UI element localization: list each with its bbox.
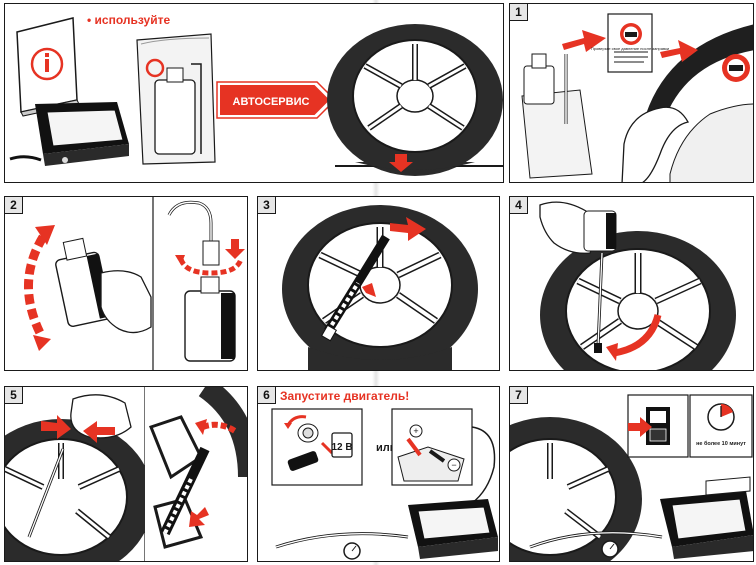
panel-step-6: 6 Запустите двигатель! 12 В или + − — [257, 386, 500, 562]
timer-label: не более 10 минут — [696, 440, 746, 447]
speed-limit-sign-icon — [722, 54, 750, 82]
pressure-sticker-icon — [607, 13, 653, 73]
arrow-right-icon — [660, 40, 698, 62]
sealant-bottle-icon — [521, 53, 593, 179]
hand-icon — [621, 106, 689, 182]
step-1-illustration: Проверьте свое давление после заправки — [521, 13, 753, 182]
arrow-right-icon — [41, 415, 71, 439]
intro-illustration: АВТОСЕРВИС — [9, 17, 503, 176]
battery-clamps-icon: + − — [391, 408, 473, 486]
panel-step-5: 5 — [4, 386, 248, 562]
step-6-illustration: 12 В или + − — [271, 408, 498, 560]
panel-step-7: 7 — [509, 386, 754, 562]
compressor-icon — [9, 102, 129, 166]
service-label: АВТОСЕРВИС — [233, 96, 310, 108]
svg-text:+: + — [413, 426, 418, 436]
arrow-down-icon — [225, 239, 245, 259]
timer-icon — [689, 394, 753, 458]
twist-arrow-icon — [390, 217, 426, 241]
step-number: 5 — [5, 387, 23, 404]
rotate-arrow-icon — [613, 314, 662, 357]
panel-intro: • используйте — [4, 3, 504, 183]
panel-step-2: 2 — [4, 196, 248, 371]
hose-icon — [167, 200, 213, 241]
shake-arrow-icon — [24, 234, 47, 338]
or-label: или — [376, 442, 397, 454]
step-number: 6 — [258, 387, 276, 404]
use-label: • используйте — [87, 13, 171, 27]
step-number: 7 — [510, 387, 528, 404]
sticker-text: Проверьте свое давление после заправки — [591, 46, 669, 51]
sealant-kit-bag-icon — [136, 33, 216, 165]
hand-icon — [100, 270, 152, 334]
flat-tire-icon — [327, 24, 503, 176]
service-arrow-icon — [216, 81, 337, 119]
arrow-right-icon — [628, 417, 652, 437]
arrow-icon — [189, 507, 209, 527]
step-5-illustration — [5, 387, 247, 561]
step-number: 4 — [510, 197, 528, 214]
hand-bottle-icon — [70, 394, 132, 439]
wheel-icon — [5, 419, 153, 561]
panel-step-1: 1 Проверьте свое давление посл — [509, 3, 754, 183]
twist-arrow-icon — [201, 421, 237, 434]
cigarette-socket-icon — [271, 408, 363, 486]
sealant-bottle-icon — [55, 237, 112, 327]
step-number: 2 — [5, 197, 23, 214]
step-2-illustration — [24, 197, 245, 370]
manual-booklet-icon — [16, 17, 80, 117]
svg-text:−: − — [451, 460, 456, 470]
panel-step-4: 4 — [509, 196, 754, 371]
arrow-left-icon — [83, 421, 115, 443]
step-number: 1 — [510, 4, 528, 21]
arrow-icon — [362, 283, 376, 297]
compressor-icon — [660, 476, 753, 559]
step-3-illustration — [282, 205, 478, 370]
tire-edge-icon — [646, 24, 753, 182]
step-7-illustration: не более 10 минут — [510, 394, 753, 561]
step-6-heading: Запустите двигатель! — [280, 389, 410, 403]
arrow-right-icon — [562, 30, 606, 52]
wheel-icon — [510, 417, 642, 561]
voltage-label: 12 В — [331, 442, 352, 453]
compressor-icon — [408, 499, 498, 559]
wheel-icon — [540, 231, 736, 370]
panel-step-3: 3 — [257, 196, 500, 371]
wheel-icon — [282, 205, 478, 370]
step-number: 3 — [258, 197, 276, 214]
air-hose-icon — [275, 532, 409, 549]
valve-tool-icon — [320, 234, 390, 342]
step-4-illustration — [539, 201, 736, 370]
power-switch-icon — [627, 394, 689, 458]
